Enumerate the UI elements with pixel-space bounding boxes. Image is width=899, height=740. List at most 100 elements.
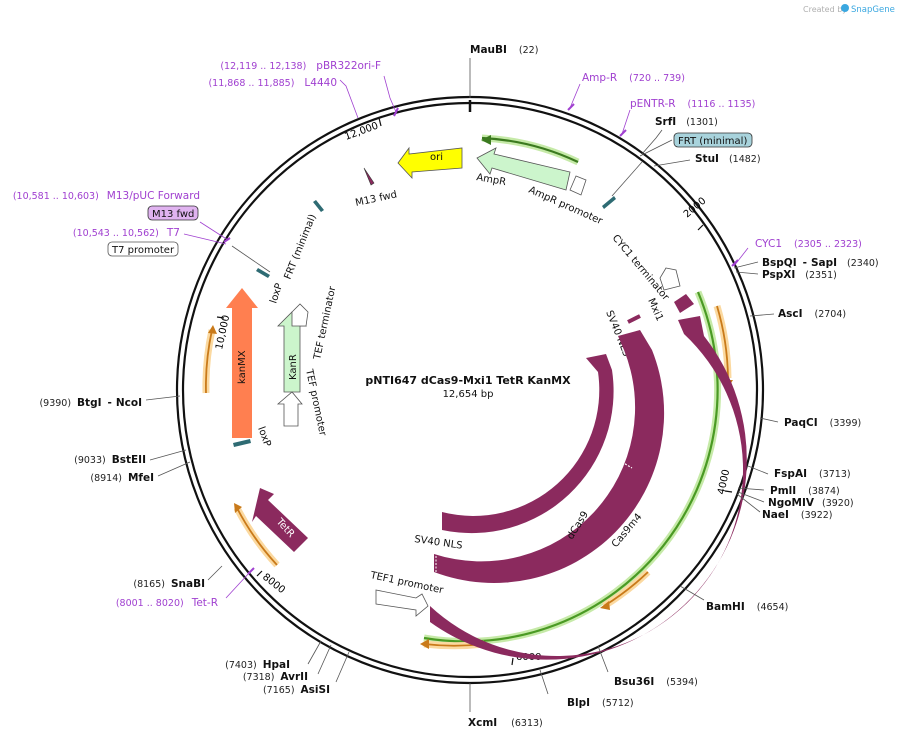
lead-pspxi <box>735 271 759 275</box>
plead-tetr <box>225 571 251 599</box>
enzyme-naei: NaeI(3922) <box>762 509 833 521</box>
loxp-bottom-label: loxP <box>255 425 272 448</box>
plead-t7 <box>183 233 227 245</box>
snapgene-logo-icon <box>841 4 849 12</box>
primer-mark-cyc1 <box>731 259 739 267</box>
enzyme-snabi: (8165)SnaBI <box>133 578 205 590</box>
misc-marker-2 <box>602 196 616 209</box>
ampr-label: AmpR <box>475 172 506 188</box>
primer-pentr-r: pENTR-R(1116 .. 1135) <box>630 98 755 110</box>
lead-frt-box <box>639 139 673 157</box>
tick-mark-6000 <box>511 657 514 666</box>
tetr-arrow <box>252 488 308 552</box>
ampr-band-arrowhead <box>481 135 491 145</box>
lead-asisi <box>335 651 350 683</box>
tef1-promoter-arrow <box>375 589 429 617</box>
mxi1-arrow <box>674 294 694 313</box>
lead-snabi <box>207 565 223 581</box>
lead-hpai <box>307 640 322 665</box>
lead-ngomiv <box>737 491 765 503</box>
enzyme-blpi: BlpI(5712) <box>567 697 634 709</box>
t7-promoter-box <box>107 241 179 257</box>
lead-t7-box <box>231 245 271 273</box>
cyc1-terminator-label: CYC1 terminator <box>610 233 672 304</box>
lead-pmli <box>737 487 765 491</box>
frt-minimal-label: FRT (minimal) <box>283 213 319 282</box>
primer-mark-pentr <box>619 129 627 137</box>
ampr-arrow <box>476 147 571 191</box>
enzyme-leaders <box>145 58 779 712</box>
cas9m4-junction <box>663 485 679 494</box>
enzyme-stui: StuI(1482) <box>695 153 761 165</box>
ampr-promoter-label: AmpR promoter <box>527 185 605 228</box>
lead-bsu36i <box>597 645 609 673</box>
primer-leaders <box>183 75 749 599</box>
enzyme-labels: MauBI(22) SrfI(1301) StuI(1482) BspQI-Sa… <box>39 44 878 729</box>
lead-avrii <box>317 644 332 675</box>
lead-bsteii <box>149 449 187 461</box>
enzyme-avrii: (7318)AvrII <box>243 671 308 683</box>
enzyme-btgi-ncoi: (9390)BtgI-NcoI <box>39 397 142 409</box>
cas9-label: Cas9 <box>540 511 563 537</box>
tef-promoter-arrow <box>276 391 303 427</box>
primer-m13-puc-forward: (10,581 .. 10,603)M13/pUC Forward <box>13 190 200 202</box>
enzyme-ngomiv: NgoMIV(3920) <box>768 497 854 509</box>
enzyme-mfei: (8914)MfeI <box>90 472 154 484</box>
enzyme-srfi: SrfI(1301) <box>655 116 718 128</box>
primer-labels: (12,119 .. 12,138)pBR322ori-F (11,868 ..… <box>13 60 862 609</box>
primer-mark-pbr322 <box>393 107 399 117</box>
cas9-band <box>423 291 719 643</box>
m13-fwd-label: M13 fwd <box>354 189 398 209</box>
primer-mark-ampr <box>567 103 575 111</box>
cyc1-terminator-arrow <box>659 267 681 291</box>
primer-amp-r: Amp-R(720 .. 739) <box>582 72 685 84</box>
plead-l4440 <box>339 79 359 119</box>
m13-fwd-box-label: M13 fwd <box>152 209 194 220</box>
lead-naei <box>736 493 761 513</box>
frt-minimal-box-label: FRT (minimal) <box>678 136 747 147</box>
enzyme-paqci: PaqCI(3399) <box>784 417 861 429</box>
frt-minimal-box <box>673 132 753 148</box>
primer-l4440: (11,868 .. 11,885)L4440 <box>208 77 337 89</box>
plasmid-name: pNTI647 dCas9-Mxi1 TetR KanMX <box>365 374 571 387</box>
sv40-nls-bottom-label: SV40 NLS <box>414 534 464 552</box>
lead-mfei <box>157 461 191 477</box>
lead-frt-box-2 <box>611 161 643 197</box>
kanmx-arrow <box>226 288 258 438</box>
sv40-nls-top-marker <box>627 314 641 324</box>
kanmx-label: kanMX <box>237 350 248 384</box>
cas9-band-halo <box>423 290 722 645</box>
tick-10000: 10,000 <box>214 314 232 351</box>
tef-terminator-arrow <box>291 303 309 327</box>
tick-mark-12000 <box>378 117 382 127</box>
misc-marker-4 <box>233 439 251 447</box>
enzyme-hpai: (7403)HpaI <box>225 659 290 671</box>
lead-srfi <box>641 129 663 155</box>
ampr-promoter-arrow <box>569 175 587 196</box>
loxp-top-label: loxP <box>268 282 285 305</box>
features: ori AmpR AmpR promoter M13 fwd CYC1 term… <box>226 146 747 660</box>
primer-t7: (10,543 .. 10,562)T7 <box>73 227 180 239</box>
lead-paqci <box>759 417 779 423</box>
ori-arrow <box>397 146 463 180</box>
lead-fspai <box>747 465 769 475</box>
dcas9-arrow <box>434 330 665 583</box>
lead-asci <box>749 313 775 317</box>
m13-fwd-marker <box>363 167 375 186</box>
cas9-arrow <box>442 354 614 534</box>
tick-mark-10000 <box>216 316 225 319</box>
orange-band-4-arrowhead <box>234 503 242 513</box>
brand-name: SnapGene <box>851 5 895 15</box>
primer-tet-r: (8001 .. 8020)Tet-R <box>116 597 218 609</box>
tick-mark-2000 <box>697 224 704 231</box>
kanr-label: KanR <box>288 354 299 380</box>
primer-pbr322ori-f: (12,119 .. 12,138)pBR322ori-F <box>220 60 381 72</box>
orange-band-3-arrowhead <box>420 639 429 649</box>
tick-8000: 8000 <box>260 572 287 596</box>
tick-4000: 4000 <box>716 468 732 495</box>
lead-btgi <box>145 395 181 401</box>
lead-stui <box>653 159 691 167</box>
orange-band-2-arrowhead <box>600 601 610 610</box>
enzyme-pspxi: PspXI(2351) <box>762 269 837 281</box>
